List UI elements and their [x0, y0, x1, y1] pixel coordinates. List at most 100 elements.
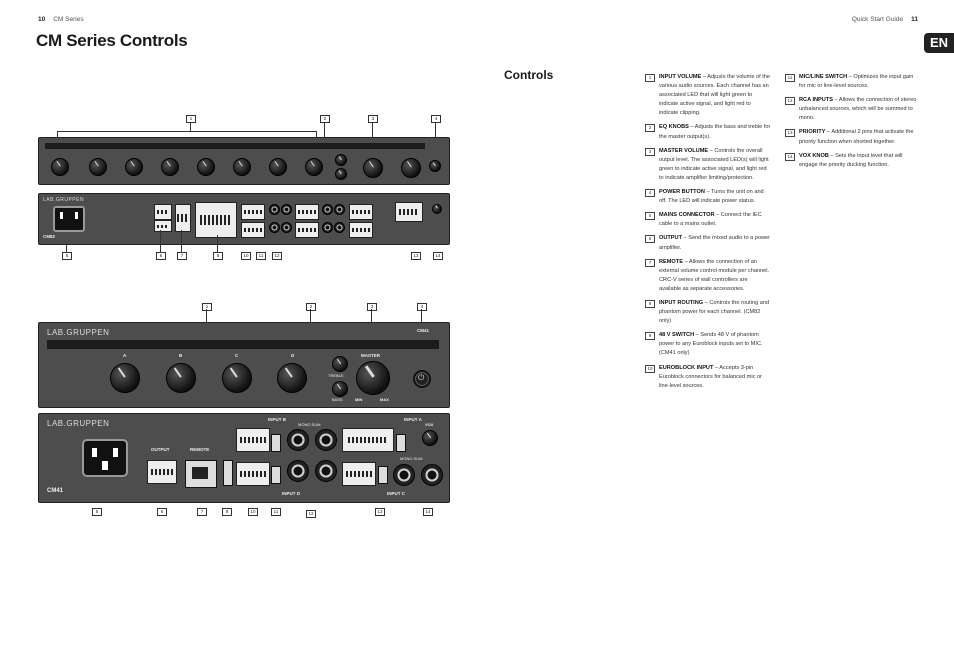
channel-label-d: D — [291, 353, 295, 358]
master-volume-knob[interactable] — [363, 158, 383, 178]
euroblock-input-d[interactable] — [236, 462, 270, 486]
power-button[interactable]: ⏻ — [413, 370, 431, 388]
callout-11: 11 — [256, 252, 266, 260]
rca-jack[interactable] — [281, 222, 292, 233]
callout-line — [181, 230, 182, 252]
input-volume-knob[interactable] — [197, 158, 215, 176]
48v-switch[interactable] — [223, 460, 233, 486]
euroblock-input[interactable] — [241, 204, 265, 220]
language-tab: EN — [924, 33, 954, 53]
output-connector[interactable] — [154, 220, 172, 232]
priority-euroblock[interactable] — [395, 202, 423, 222]
euroblock-input-b[interactable] — [236, 428, 270, 452]
callout-line — [160, 230, 161, 252]
vox-knob[interactable] — [422, 430, 438, 446]
remote-connector[interactable] — [175, 204, 191, 232]
output-connector[interactable] — [154, 204, 172, 220]
vox-knob[interactable] — [432, 204, 442, 214]
rca-jack[interactable] — [287, 460, 309, 482]
item-number-badge: 9 — [645, 332, 655, 341]
cm41-rear-panel: LAB.GRUPPEN CM41 OUTPUT REMOTE INPUT B M… — [38, 413, 450, 503]
callout-7: 7 — [177, 252, 187, 260]
item-number-badge: 11 — [785, 74, 795, 82]
euroblock-input-a-priority[interactable] — [342, 428, 394, 452]
rca-jack[interactable] — [322, 204, 333, 215]
led-meter-strip — [47, 340, 439, 349]
input-volume-knob-b[interactable] — [166, 363, 196, 393]
mic-line-switch-a[interactable] — [396, 434, 406, 452]
euroblock-input[interactable] — [295, 204, 319, 220]
master-volume-knob[interactable] — [401, 158, 421, 178]
callout-line — [66, 243, 67, 252]
euroblock-input[interactable] — [295, 222, 319, 238]
mic-line-switch-b[interactable] — [271, 434, 281, 452]
item-description: – Adjusts the volume of the various audi… — [659, 74, 770, 117]
item-number-badge: 10 — [645, 364, 655, 373]
brand-logo: LAB.GRUPPEN — [47, 328, 110, 337]
callout-14: 14 — [433, 252, 443, 260]
rca-jack[interactable] — [287, 429, 309, 451]
item-description: – Optimizes the input gain for mic or li… — [799, 74, 914, 90]
rca-jack[interactable] — [322, 222, 333, 233]
mains-connector[interactable] — [82, 439, 128, 477]
item-number-badge: 13 — [785, 129, 795, 138]
input-volume-knob-c[interactable] — [222, 363, 252, 393]
mains-connector[interactable] — [53, 206, 85, 232]
eq-knob[interactable] — [335, 168, 347, 180]
bass-knob[interactable] — [332, 381, 348, 397]
euroblock-input-c[interactable] — [342, 462, 376, 486]
rca-jack[interactable] — [281, 204, 292, 215]
mic-line-switch-d[interactable] — [271, 466, 281, 484]
mic-line-switch-c[interactable] — [378, 466, 388, 484]
rca-jack[interactable] — [315, 460, 337, 482]
rca-jack[interactable] — [421, 464, 443, 486]
power-button[interactable] — [429, 160, 441, 172]
output-connector[interactable] — [147, 460, 177, 484]
master-volume-knob[interactable] — [356, 361, 390, 395]
bass-label: BASS — [332, 397, 343, 402]
input-volume-knob[interactable] — [125, 158, 143, 176]
treble-knob[interactable] — [332, 356, 348, 372]
channel-label-b: B — [179, 353, 183, 358]
callout-11: 11 — [271, 508, 281, 516]
input-volume-knob-a[interactable] — [110, 363, 140, 393]
callout-1: 1 — [202, 303, 212, 311]
euroblock-input[interactable] — [241, 222, 265, 238]
remote-connector[interactable] — [185, 460, 217, 488]
rca-jack[interactable] — [334, 222, 345, 233]
input-volume-knob[interactable] — [269, 158, 287, 176]
item-term: VOX KNOB — [799, 152, 829, 159]
rca-jack[interactable] — [269, 222, 280, 233]
item-number-badge: 2 — [645, 124, 655, 133]
input-routing-switches[interactable] — [195, 202, 237, 238]
callout-line — [217, 235, 218, 252]
rca-jack[interactable] — [393, 464, 415, 486]
input-volume-knob[interactable] — [89, 158, 107, 176]
callout-1: 1 — [186, 115, 196, 123]
input-volume-knob[interactable] — [161, 158, 179, 176]
rca-jack[interactable] — [315, 429, 337, 451]
rca-jack[interactable] — [269, 204, 280, 215]
eq-knob[interactable] — [335, 154, 347, 166]
input-volume-knob[interactable] — [233, 158, 251, 176]
euroblock-input[interactable] — [349, 222, 373, 238]
rca-jack[interactable] — [334, 204, 345, 215]
mono-sum-label: MONO SUM — [298, 422, 321, 427]
euroblock-input[interactable] — [349, 204, 373, 220]
item-number-badge: 12 — [785, 97, 795, 106]
item-description: – Controls the routing and phantom power… — [659, 299, 770, 325]
item-number-badge: 8 — [645, 299, 655, 308]
input-volume-knob[interactable] — [51, 158, 69, 176]
input-volume-knob-d[interactable] — [277, 363, 307, 393]
callout-7: 7 — [197, 508, 207, 516]
input-volume-knob[interactable] — [305, 158, 323, 176]
item-description: – Allows the connection of an external v… — [659, 258, 770, 292]
